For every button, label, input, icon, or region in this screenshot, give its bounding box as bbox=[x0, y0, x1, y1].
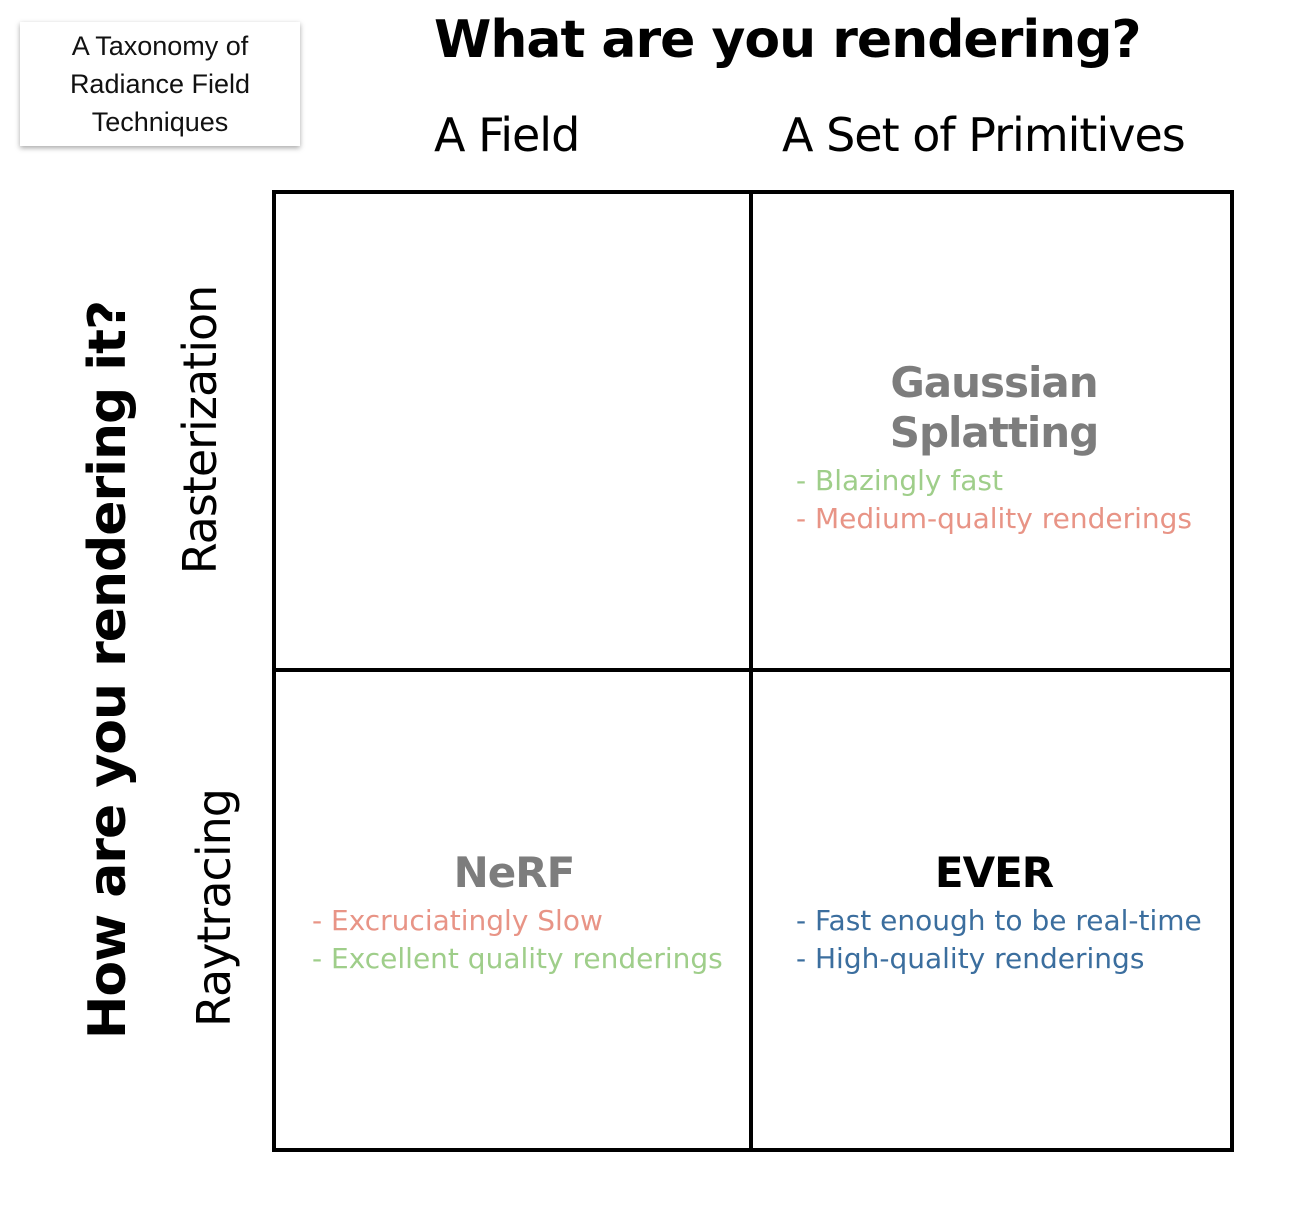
cell-ever-point-1: - Fast enough to be real-time bbox=[796, 904, 1202, 937]
cell-nerf-point-1: - Excruciatingly Slow bbox=[312, 904, 603, 937]
row-header-rasterization: Rasterization bbox=[173, 285, 227, 575]
cell-nerf: NeRF - Excruciatingly Slow - Excellent q… bbox=[312, 848, 723, 978]
diagram-title: What are you rendering? bbox=[434, 10, 1142, 70]
row-header-raytracing: Raytracing bbox=[187, 789, 241, 1027]
cell-nerf-title: NeRF bbox=[453, 848, 576, 897]
cell-gaussian-point-2: - Medium-quality renderings bbox=[796, 502, 1193, 535]
taxonomy-label-line-1: A Taxonomy of bbox=[71, 31, 249, 61]
cell-ever-point-2: - High-quality renderings bbox=[796, 942, 1145, 975]
cell-ever-title: EVER bbox=[934, 848, 1054, 897]
cell-gaussian-splatting: Gaussian Splatting - Blazingly fast - Me… bbox=[796, 358, 1192, 538]
cell-gaussian-title: Gaussian Splatting bbox=[889, 358, 1100, 457]
grid-horizontal-divider bbox=[272, 668, 1234, 672]
column-header-field: A Field bbox=[434, 108, 580, 162]
column-header-primitives: A Set of Primitives bbox=[782, 108, 1186, 162]
cell-ever: EVER - Fast enough to be real-time - Hig… bbox=[796, 848, 1202, 978]
vertical-title: How are you rendering it? bbox=[78, 300, 138, 1040]
taxonomy-label-box: A Taxonomy of Radiance Field Techniques bbox=[20, 22, 300, 146]
taxonomy-label-line-3: Techniques bbox=[91, 107, 229, 137]
cell-nerf-point-2: - Excellent quality renderings bbox=[312, 942, 723, 975]
cell-gaussian-point-1: - Blazingly fast bbox=[796, 464, 1003, 497]
taxonomy-label-line-2: Radiance Field bbox=[69, 69, 251, 99]
